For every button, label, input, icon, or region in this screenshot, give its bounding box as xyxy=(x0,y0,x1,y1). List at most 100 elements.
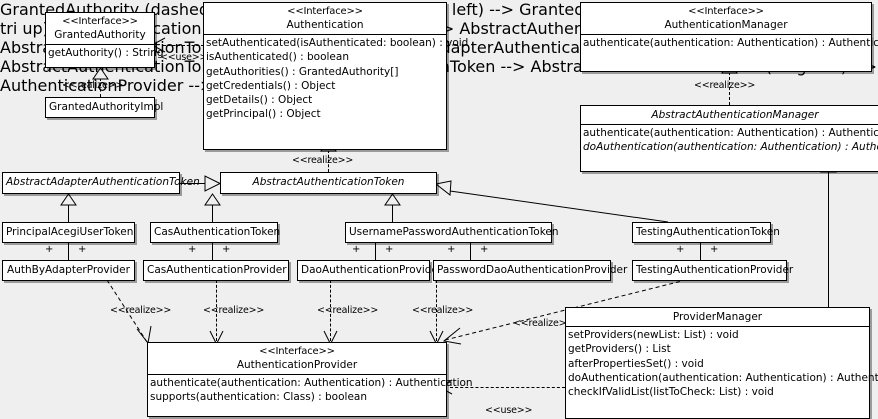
class-box-abstract-authentication-token[interactable]: AbstractAuthenticationToken xyxy=(220,172,437,194)
multiplicity-dao-from: + xyxy=(352,244,361,255)
realize-line-daoauthenticationprovider xyxy=(330,280,331,341)
class-box-authentication-provider[interactable]: <<Interface>> AuthenticationProvider aut… xyxy=(147,342,473,417)
relationship-label-realize-abstractauthenticationtoken: <<realize>> xyxy=(292,155,354,166)
relationship-label-use-providermanager: <<use>> xyxy=(485,405,533,416)
class-header-provider-manager: ProviderManager xyxy=(566,308,869,327)
stereotype-interface: <<Interface>> xyxy=(688,6,764,17)
generalization-line-principalacegiusertoken xyxy=(68,205,69,222)
generalization-line-casauthenticationtoken xyxy=(212,205,213,222)
hollow-triangle-up-grantedauthority xyxy=(92,67,109,80)
operation-getdetails: getDetails() : Object xyxy=(206,94,313,107)
class-box-auth-by-adapter-provider[interactable]: AuthByAdapterProvider xyxy=(2,260,135,281)
class-operations-abstract-authentication-manager: authenticate(authentication: Authenticat… xyxy=(581,125,878,156)
class-name-authentication-provider: AuthenticationProvider xyxy=(236,359,358,371)
multiplicity-cas-from: + xyxy=(188,244,197,255)
hollow-triangle-right-abstractauthenticationtoken xyxy=(204,175,222,192)
class-box-cas-authentication-token[interactable]: CasAuthenticationToken xyxy=(150,222,280,243)
multiplicity-dao-to: + xyxy=(385,244,394,255)
class-operations-authentication-provider: authenticate(authentication: Authenticat… xyxy=(148,375,473,406)
operation-authenticate: authenticate(authentication: Authenticat… xyxy=(583,37,878,49)
generalization-line-providermanager xyxy=(828,172,829,307)
operation-setproviders: setProviders(newList: List) : void xyxy=(568,329,739,341)
multiplicity-principal-from: + xyxy=(45,244,54,255)
class-header-testing-authentication-provider: TestingAuthenticationProvider xyxy=(633,261,794,279)
class-box-dao-authentication-provider[interactable]: DaoAuthenticationProvider xyxy=(297,260,443,281)
class-name-principal-acegi-user-token: PrincipalAcegiUserToken xyxy=(6,226,134,238)
class-name-authentication: Authentication xyxy=(286,19,364,31)
class-name-cas-authentication-provider: CasAuthenticationProvider xyxy=(147,264,287,276)
class-operations-authentication: setAuthenticated(isAuthenticated: boolea… xyxy=(204,35,469,123)
class-header-username-password-authentication-token: UsernamePasswordAuthenticationToken xyxy=(346,223,559,241)
class-name-dao-authentication-provider: DaoAuthenticationProvider xyxy=(301,264,443,276)
class-header-testing-authentication-token: TestingAuthenticationToken xyxy=(633,223,780,241)
relationship-label-realize-dao: <<realize>> xyxy=(317,305,379,316)
class-box-granted-authority[interactable]: <<Interface>> GrantedAuthority getAuthor… xyxy=(45,12,164,68)
class-header-granted-authority: <<Interface>> GrantedAuthority xyxy=(46,13,154,45)
relationship-label-realize-grantedauthorityimpl: <<realize>> xyxy=(62,80,124,91)
class-name-password-dao-authentication-provider: PasswordDaoAuthenticationProvider xyxy=(437,264,628,276)
class-name-abstract-authentication-manager: AbstractAuthenticationManager xyxy=(651,109,819,121)
operation-checkifvalidlist: checkIfValidList(listToCheck: List) : vo… xyxy=(568,386,774,399)
realize-line-casauthenticationprovider xyxy=(216,280,217,341)
class-name-testing-authentication-provider: TestingAuthenticationProvider xyxy=(636,264,794,276)
class-box-password-dao-authentication-provider[interactable]: PasswordDaoAuthenticationProvider xyxy=(433,260,628,281)
class-box-provider-manager[interactable]: ProviderManager setProviders(newList: Li… xyxy=(565,307,878,419)
operation-isauthenticated: isAuthenticated() : boolean xyxy=(206,51,349,64)
relationship-label-realize-authbyadapter: <<realize>> xyxy=(110,305,172,316)
relationship-label-realize-passworddao: <<realize>> xyxy=(412,305,474,316)
association-line-testing xyxy=(700,243,701,260)
class-box-granted-authority-impl[interactable]: GrantedAuthorityImpl xyxy=(45,97,164,118)
multiplicity-cas-to: + xyxy=(222,244,231,255)
operation-getauthority: getAuthority() : String xyxy=(48,47,164,59)
realize-line-passworddaoauthenticationprovider xyxy=(436,280,437,341)
operation-setauthenticated: setAuthenticated(isAuthenticated: boolea… xyxy=(206,37,469,49)
operation-getprincipal: getPrincipal() : Object xyxy=(206,108,321,121)
generalization-line-testingauthenticationtoken xyxy=(449,190,669,223)
realize-line-grantedauthorityimpl xyxy=(100,78,101,97)
class-header-cas-authentication-provider: CasAuthenticationProvider xyxy=(144,261,288,279)
hollow-triangle-left-abstracttoken-testing xyxy=(434,180,452,196)
class-name-provider-manager: ProviderManager xyxy=(672,311,763,323)
relationship-label-use-grantedauthority: <<use>> xyxy=(160,52,208,63)
hollow-triangle-up-abstracttoken-upat xyxy=(384,193,401,206)
class-name-auth-by-adapter-provider: AuthByAdapterProvider xyxy=(7,264,130,276)
operation-authenticate: authenticate(authentication: Authenticat… xyxy=(150,377,473,389)
class-box-testing-authentication-provider[interactable]: TestingAuthenticationProvider xyxy=(632,260,794,281)
hollow-triangle-up-abstracttoken-cas xyxy=(204,193,221,206)
class-name-granted-authority: GrantedAuthority xyxy=(54,29,146,41)
class-box-abstract-adapter-authentication-token[interactable]: AbstractAdapterAuthenticationToken xyxy=(2,172,200,194)
class-name-authentication-manager: AuthenticationManager xyxy=(664,19,788,31)
class-header-authentication-manager: <<Interface>> AuthenticationManager xyxy=(581,3,871,35)
realize-line-abstractauthenticationmanager xyxy=(729,72,730,105)
class-box-principal-acegi-user-token[interactable]: PrincipalAcegiUserToken xyxy=(2,222,135,243)
use-line-authentication-grantedauthority xyxy=(163,45,204,46)
multiplicity-testing-from: + xyxy=(676,244,685,255)
multiplicity-principal-to: + xyxy=(78,244,87,255)
class-box-abstract-authentication-manager[interactable]: AbstractAuthenticationManager authentica… xyxy=(580,105,878,172)
class-header-abstract-authentication-manager: AbstractAuthenticationManager xyxy=(581,106,878,125)
class-name-abstract-authentication-token: AbstractAuthenticationToken xyxy=(252,176,405,188)
class-header-abstract-adapter-authentication-token: AbstractAdapterAuthenticationToken xyxy=(3,173,200,191)
class-box-username-password-authentication-token[interactable]: UsernamePasswordAuthenticationToken xyxy=(345,222,559,243)
class-name-granted-authority-impl: GrantedAuthorityImpl xyxy=(49,101,164,113)
class-box-cas-authentication-provider[interactable]: CasAuthenticationProvider xyxy=(143,260,289,281)
operation-afterpropertiesset: afterPropertiesSet() : void xyxy=(568,357,704,370)
class-box-authentication-manager[interactable]: <<Interface>> AuthenticationManager auth… xyxy=(580,2,878,72)
operation-getcredentials: getCredentials() : Object xyxy=(206,79,336,92)
class-operations-authentication-manager: authenticate(authentication: Authenticat… xyxy=(581,35,878,51)
class-box-testing-authentication-token[interactable]: TestingAuthenticationToken xyxy=(632,222,780,243)
class-header-auth-by-adapter-provider: AuthByAdapterProvider xyxy=(3,261,134,279)
relationship-label-realize-abstractauthenticationmanager: <<realize>> xyxy=(694,80,756,91)
class-header-cas-authentication-token: CasAuthenticationToken xyxy=(151,223,280,241)
class-box-authentication[interactable]: <<Interface>> Authentication setAuthenti… xyxy=(203,2,469,150)
association-line-principal-authbyadapter xyxy=(68,243,69,260)
multiplicity-passworddao-from: + xyxy=(447,244,456,255)
stereotype-interface: <<Interface>> xyxy=(287,6,363,17)
realize-line-testingauthenticationprovider xyxy=(442,280,683,345)
class-operations-granted-authority: getAuthority() : String xyxy=(46,45,164,61)
relationship-label-realize-testing: <<realize>> xyxy=(513,318,575,329)
multiplicity-passworddao-to: + xyxy=(480,244,489,255)
operation-authenticate: authenticate(authentication: Authenticat… xyxy=(583,127,878,139)
class-header-password-dao-authentication-provider: PasswordDaoAuthenticationProvider xyxy=(434,261,628,279)
